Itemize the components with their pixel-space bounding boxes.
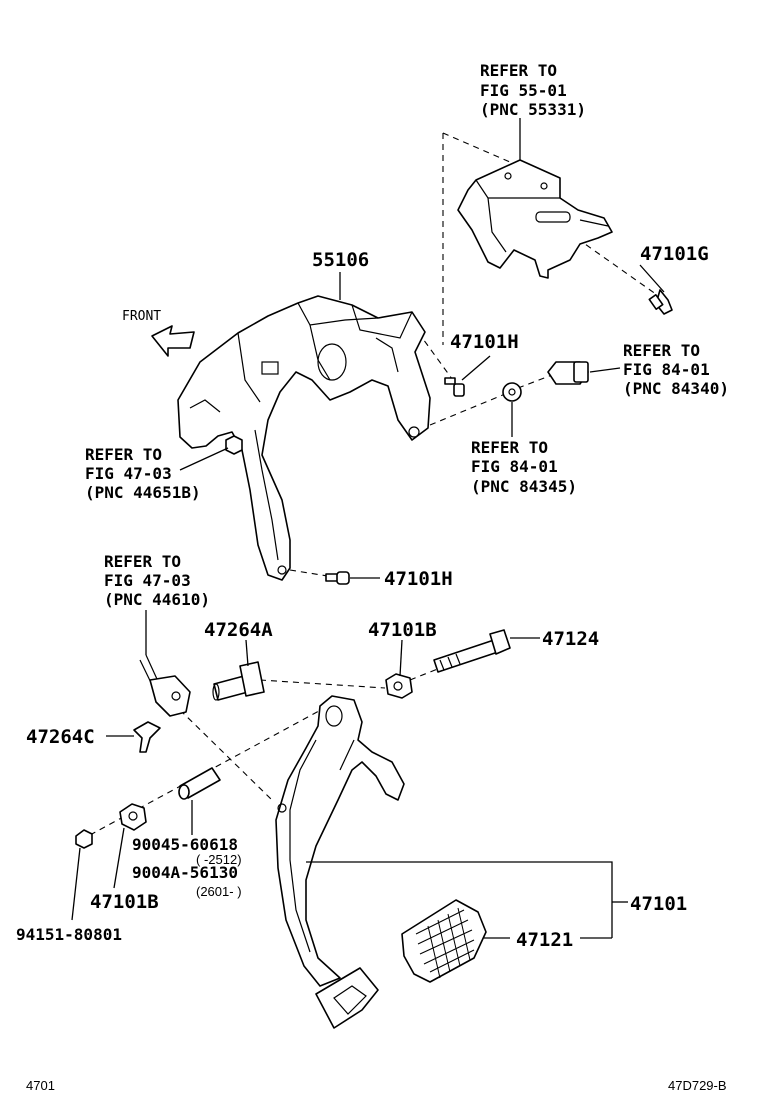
pedal-pad — [401, 899, 487, 983]
pin-47264a — [212, 661, 265, 701]
front-arrow-icon — [151, 325, 195, 357]
reference-label-55331: REFER TO FIG 55-01 (PNC 55331) — [480, 61, 586, 119]
part-label-47264a: 47264A — [204, 619, 273, 641]
upper-bracket — [457, 159, 613, 279]
bolt-47101g — [648, 289, 673, 315]
svg-text:(PNC 84345): (PNC 84345) — [471, 477, 577, 496]
pedal-support-bracket — [177, 295, 431, 581]
clevis-push-rod — [139, 654, 191, 717]
svg-text:REFER TO: REFER TO — [623, 341, 700, 360]
svg-text:REFER TO: REFER TO — [104, 552, 181, 571]
bolt-47101h-top — [444, 377, 465, 397]
svg-text:REFER TO: REFER TO — [85, 445, 162, 464]
collar-90045 — [178, 767, 221, 800]
pedal-pad-grid — [415, 907, 475, 979]
bolt-47124 — [433, 629, 511, 673]
svg-text:(PNC 44651B): (PNC 44651B) — [85, 483, 201, 502]
brake-pedal-arm — [275, 695, 405, 1029]
part-label-47101b-top: 47101B — [368, 619, 437, 641]
footer-page-code: 4701 — [26, 1078, 55, 1093]
part-label-47101h-top: 47101H — [450, 331, 519, 353]
part-label-90045-60618: 90045-60618 — [132, 835, 238, 854]
production-range-1: ( -2512) — [196, 852, 242, 867]
production-range-2: (2601- ) — [196, 884, 242, 899]
svg-text:(PNC 84340): (PNC 84340) — [623, 379, 729, 398]
nut-44651b — [225, 435, 243, 455]
svg-text:(PNC 44610): (PNC 44610) — [104, 590, 210, 609]
leader-lines — [71, 118, 665, 939]
part-label-47264c: 47264C — [26, 726, 95, 748]
clip-47264c — [133, 721, 161, 753]
svg-text:FIG 55-01: FIG 55-01 — [480, 81, 567, 100]
bushing-47101b-bottom — [119, 803, 147, 831]
svg-text:REFER TO: REFER TO — [471, 438, 548, 457]
part-label-47101g: 47101G — [640, 243, 709, 265]
nut-94151 — [75, 829, 93, 849]
part-label-47121: 47121 — [516, 929, 573, 951]
front-label: FRONT — [122, 309, 161, 324]
stop-lamp-switch — [547, 361, 589, 385]
reference-label-44610: REFER TO FIG 47-03 (PNC 44610) — [104, 552, 210, 609]
footer-diagram-id: 47D729-B — [668, 1078, 727, 1093]
part-label-47124: 47124 — [542, 628, 599, 650]
bolt-47101h-bottom — [325, 571, 350, 585]
reference-label-84340: REFER TO FIG 84-01 (PNC 84340) — [623, 341, 729, 398]
bushing-47101b-top — [385, 673, 413, 699]
part-label-9004a-56130: 9004A-56130 — [132, 863, 238, 882]
reference-label-84345: REFER TO FIG 84-01 (PNC 84345) — [471, 438, 577, 496]
washer-84345 — [502, 382, 522, 402]
svg-text:REFER TO: REFER TO — [480, 61, 557, 80]
part-label-47101: 47101 — [630, 893, 687, 915]
reference-label-44651b: REFER TO FIG 47-03 (PNC 44651B) — [85, 445, 201, 502]
svg-text:FIG 47-03: FIG 47-03 — [85, 464, 172, 483]
svg-text:FIG 47-03: FIG 47-03 — [104, 571, 191, 590]
part-label-47101b-bottom: 47101B — [90, 891, 159, 913]
svg-text:FIG 84-01: FIG 84-01 — [623, 360, 710, 379]
part-label-47101h-bottom: 47101H — [384, 568, 453, 590]
part-label-55106: 55106 — [312, 249, 369, 271]
svg-text:(PNC 55331): (PNC 55331) — [480, 100, 586, 119]
part-label-94151-80801: 94151-80801 — [16, 925, 122, 944]
svg-text:FIG 84-01: FIG 84-01 — [471, 457, 558, 476]
